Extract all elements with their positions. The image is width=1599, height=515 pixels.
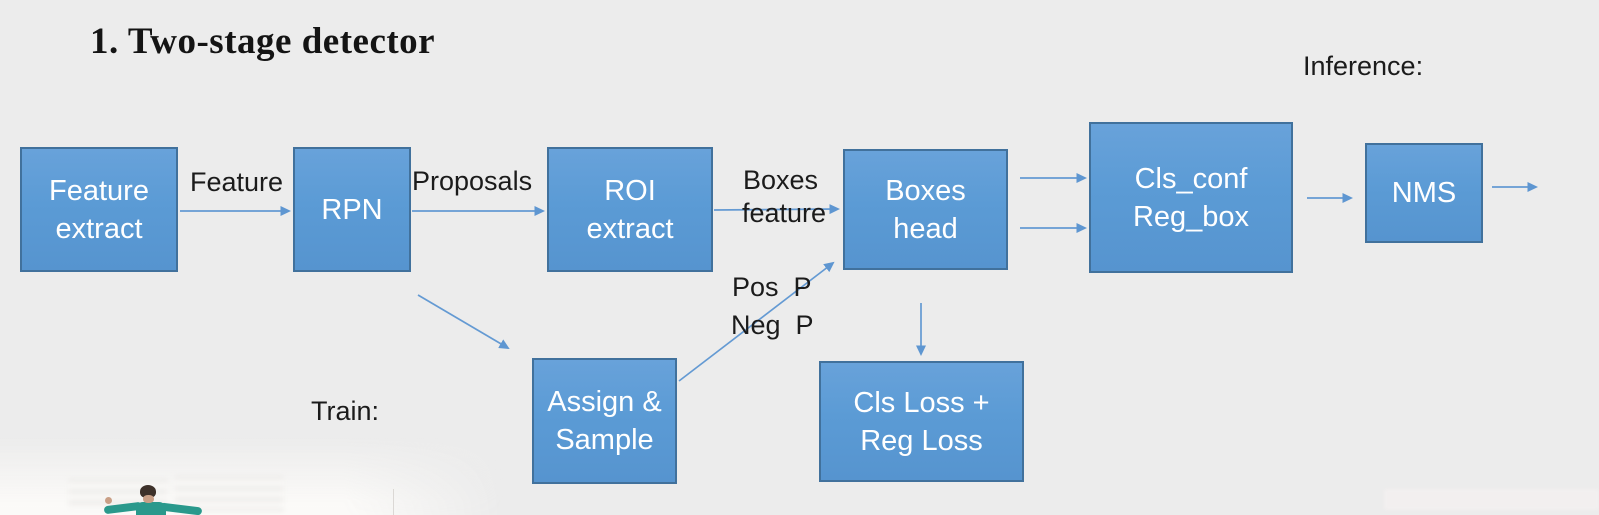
- presenter-torso: [136, 502, 166, 515]
- slide-title: 1. Two-stage detector: [90, 21, 436, 62]
- edge-label-feature: Feature: [190, 167, 284, 197]
- inference-label: Inference:: [1303, 51, 1424, 81]
- video-artifact-band: [1384, 489, 1599, 510]
- node-label-line: Reg_box: [1132, 200, 1250, 233]
- node-boxes-head: Boxes head: [843, 149, 1008, 270]
- edge-label-pos-p: Pos P: [732, 272, 812, 302]
- node-label-line: Reg Loss: [860, 424, 983, 457]
- node-roi-extract: ROI extract: [547, 147, 713, 272]
- node-label-line: Feature: [49, 174, 149, 207]
- train-label: Train:: [311, 396, 380, 426]
- node-label-line: extract: [55, 212, 143, 245]
- node-label-line: head: [893, 212, 958, 245]
- node-label-line: Sample: [555, 424, 654, 456]
- presenter-hand: [105, 497, 112, 504]
- presenter-figure: [100, 480, 220, 515]
- presenter-face: [143, 495, 154, 503]
- edge-label-boxes-feature-line1: Boxes: [743, 165, 819, 195]
- node-label-line: Boxes: [885, 174, 966, 207]
- node-label-line: extract: [586, 212, 674, 245]
- node-label-line: ROI: [604, 174, 656, 207]
- node-assign-sample: Assign & Sample: [532, 358, 677, 484]
- node-label-line: Cls_conf: [1134, 162, 1248, 195]
- edge-label-neg-p: Neg P: [731, 310, 814, 340]
- node-label-line: NMS: [1391, 177, 1457, 209]
- node-cls-reg-loss: Cls Loss + Reg Loss: [819, 361, 1024, 482]
- node-rpn: RPN: [293, 147, 411, 272]
- video-artifact-line: [393, 489, 394, 515]
- edge-label-boxes-feature-line2: feature: [742, 198, 827, 228]
- node-label-line: Assign &: [547, 386, 662, 418]
- node-nms: NMS: [1365, 143, 1483, 243]
- edge-label-proposals: Proposals: [412, 166, 533, 196]
- edge-rpn-to-assign-sample: [417, 294, 510, 350]
- presenter-head: [140, 485, 156, 498]
- presenter-right-arm: [159, 502, 203, 515]
- node-label-line: Cls Loss +: [853, 386, 990, 419]
- node-label-line: RPN: [321, 193, 383, 226]
- node-feature-extract: Feature extract: [20, 147, 178, 272]
- node-cls-conf-reg-box: Cls_conf Reg_box: [1089, 122, 1293, 273]
